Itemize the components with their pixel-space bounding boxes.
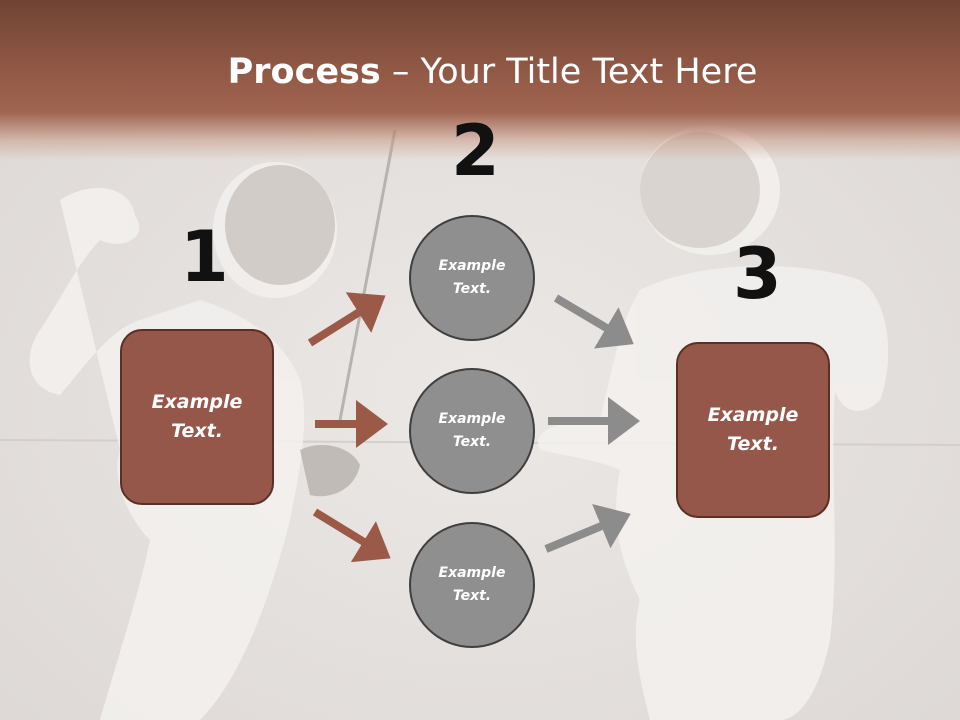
step-1-text-line2: Text. [171, 420, 223, 442]
step-2-circle-middle[interactable]: Example Text. [409, 368, 535, 494]
title-banner [0, 0, 960, 160]
circle-middle-line2: Text. [452, 434, 492, 450]
circle-bottom-line2: Text. [452, 588, 492, 604]
circle-bottom-line1: Example [438, 565, 506, 581]
step-number-1: 1 [180, 216, 229, 298]
mask-right [640, 132, 760, 248]
arrow-top-to-3 [553, 294, 634, 349]
circle-top-line2: Text. [452, 281, 492, 297]
step-3-box[interactable]: Example Text. [676, 342, 830, 518]
arrow-bottom-to-3 [544, 503, 631, 553]
title-bold: Process [227, 52, 381, 92]
step-2-circle-top[interactable]: Example Text. [409, 215, 535, 341]
arrow-1-to-bottom [312, 508, 391, 563]
circle-middle-line1: Example [438, 411, 506, 427]
mask-left [225, 165, 335, 285]
arrow-1-to-top [307, 292, 386, 347]
step-number-2: 2 [451, 110, 500, 192]
circle-top-line1: Example [438, 258, 506, 274]
step-1-text-line1: Example [151, 391, 243, 413]
slide-title: Process – Your Title Text Here [0, 52, 960, 92]
title-rest: – Your Title Text Here [380, 52, 758, 92]
step-2-circle-bottom[interactable]: Example Text. [409, 522, 535, 648]
step-number-3: 3 [733, 233, 782, 315]
step-3-text-line1: Example [707, 404, 799, 426]
step-3-text-line2: Text. [727, 433, 779, 455]
step-1-box[interactable]: Example Text. [120, 329, 274, 505]
